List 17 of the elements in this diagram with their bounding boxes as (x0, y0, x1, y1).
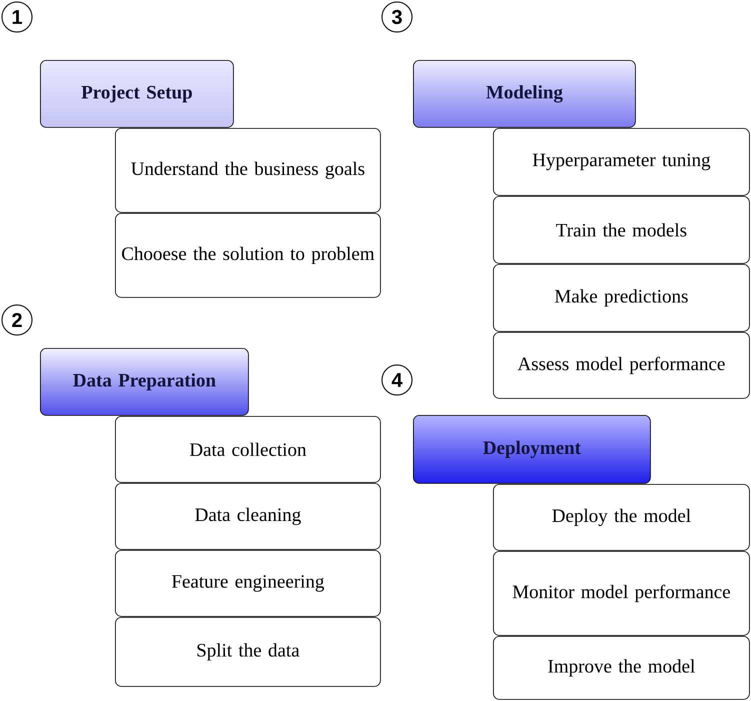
task-box: Improve the model (493, 636, 750, 700)
task-box: Chooese the solution to problem (115, 213, 381, 298)
task-box: Split the data (115, 617, 381, 687)
task-box: Train the models (493, 196, 750, 264)
task-box: Feature engineering (115, 550, 381, 617)
task-box: Data cleaning (115, 483, 381, 550)
task-box: Assess model performance (493, 332, 750, 399)
phase-header-box: Project Setup (40, 60, 234, 128)
phase-header-box: Modeling (413, 60, 636, 128)
task-box: Understand the business goals (115, 128, 381, 213)
task-box: Hyperparameter tuning (493, 128, 750, 196)
task-box: Make predictions (493, 264, 750, 332)
phase-header-box: Data Preparation (40, 348, 249, 416)
task-box: Monitor model performance (493, 551, 750, 636)
phase-header-box: Deployment (413, 415, 651, 484)
task-box: Data collection (115, 416, 381, 483)
task-box: Deploy the model (493, 484, 750, 551)
